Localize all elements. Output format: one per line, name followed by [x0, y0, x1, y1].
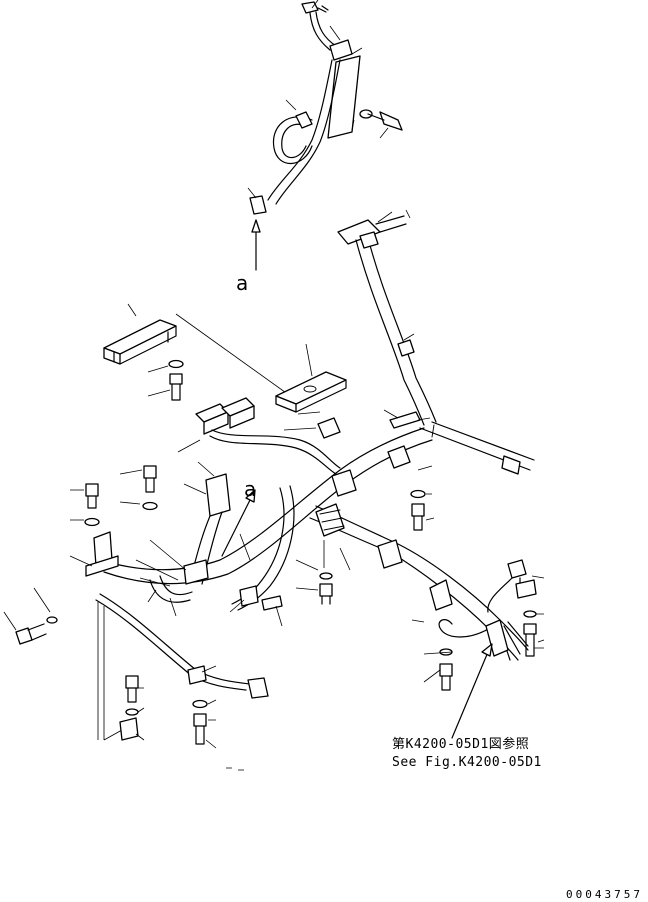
left-horizontal-bolt-head [15, 627, 33, 645]
lower-washer-1 [125, 708, 139, 716]
center-relay-box [275, 343, 347, 413]
main-clamp-upper [317, 417, 341, 439]
right-center-washer [410, 489, 426, 499]
document-number: 00043757 [566, 888, 643, 901]
center-branch-cable [211, 429, 341, 469]
top-cable-loop [272, 116, 313, 165]
lower-center-clip [239, 585, 259, 607]
view-a-label-middle: a [244, 477, 256, 501]
right-bolt-head [523, 623, 537, 635]
left-vertical-sleeve [205, 473, 231, 517]
center-drop-cable [231, 487, 285, 605]
connector-blocks [195, 397, 341, 475]
lower-right-bolt-head [439, 663, 453, 677]
right-upper-harness [337, 209, 535, 475]
lower-left-clamp [187, 665, 207, 685]
lower-bolt-1-head [125, 675, 139, 689]
left-hardware [15, 465, 269, 745]
view-a-arrow-middle [221, 495, 253, 557]
channel-bolt-head [169, 373, 183, 385]
top-clamp [329, 39, 353, 61]
left-clamp-base [85, 555, 119, 577]
lower-bolt-2-head [193, 713, 207, 727]
right-center-bolt-head [411, 503, 425, 517]
right-end-sleeve [501, 455, 521, 475]
center-left-clamp [183, 559, 209, 585]
center-bolt-head [319, 583, 333, 597]
callout-leaders [3, 409, 545, 771]
main-trunk-cable [99, 427, 425, 571]
top-connector-pins [317, 5, 329, 13]
relay-box-top [275, 371, 347, 405]
top-washer [359, 109, 373, 119]
left-washer-2 [142, 501, 158, 511]
lower-washer-2 [192, 699, 208, 709]
right-upper-clamp [359, 231, 379, 249]
right-small-connector [507, 559, 527, 579]
center-lower-hardware [319, 489, 453, 691]
reference-arrow [451, 651, 489, 739]
lower-right-clamp-1 [377, 539, 403, 569]
reference-note-jp: 第K4200-05D1図参照 [392, 736, 529, 752]
lower-center-bracket [261, 595, 283, 611]
right-bracket-small [515, 579, 537, 599]
lower-right-cable [309, 517, 519, 661]
channel-washer [168, 359, 184, 369]
right-vertical-clamp [397, 339, 415, 357]
top-lower-connector [249, 195, 267, 215]
top-cable-assembly [247, 0, 403, 271]
main-bracket-right [389, 411, 421, 429]
left-channel-bracket [103, 303, 297, 401]
main-harness [85, 411, 537, 661]
lower-right-clamp-2 [429, 579, 453, 611]
left-bolt-2-head [143, 465, 157, 479]
top-cable-band [295, 111, 313, 129]
main-clamp-middle [331, 469, 357, 497]
center-washer [319, 572, 333, 580]
left-horizontal-washer [46, 616, 58, 624]
lower-bracket [119, 717, 139, 741]
view-a-label-top: a [236, 271, 248, 295]
lower-left-connector [247, 677, 269, 699]
right-vertical-cable [355, 239, 425, 426]
lower-left-cable [95, 599, 247, 691]
channel-reference-line [175, 313, 297, 401]
left-bolt-1-head [85, 483, 99, 497]
channel-top-face [103, 319, 177, 355]
left-washer-1 [84, 517, 100, 527]
main-clamp-right [387, 445, 411, 469]
top-bolt-head [379, 111, 403, 131]
top-harness-cable [267, 59, 333, 201]
top-bracket-plate [327, 55, 361, 139]
reference-note-en: See Fig.K4200-05D1 [392, 755, 542, 770]
right-washer [523, 610, 537, 618]
